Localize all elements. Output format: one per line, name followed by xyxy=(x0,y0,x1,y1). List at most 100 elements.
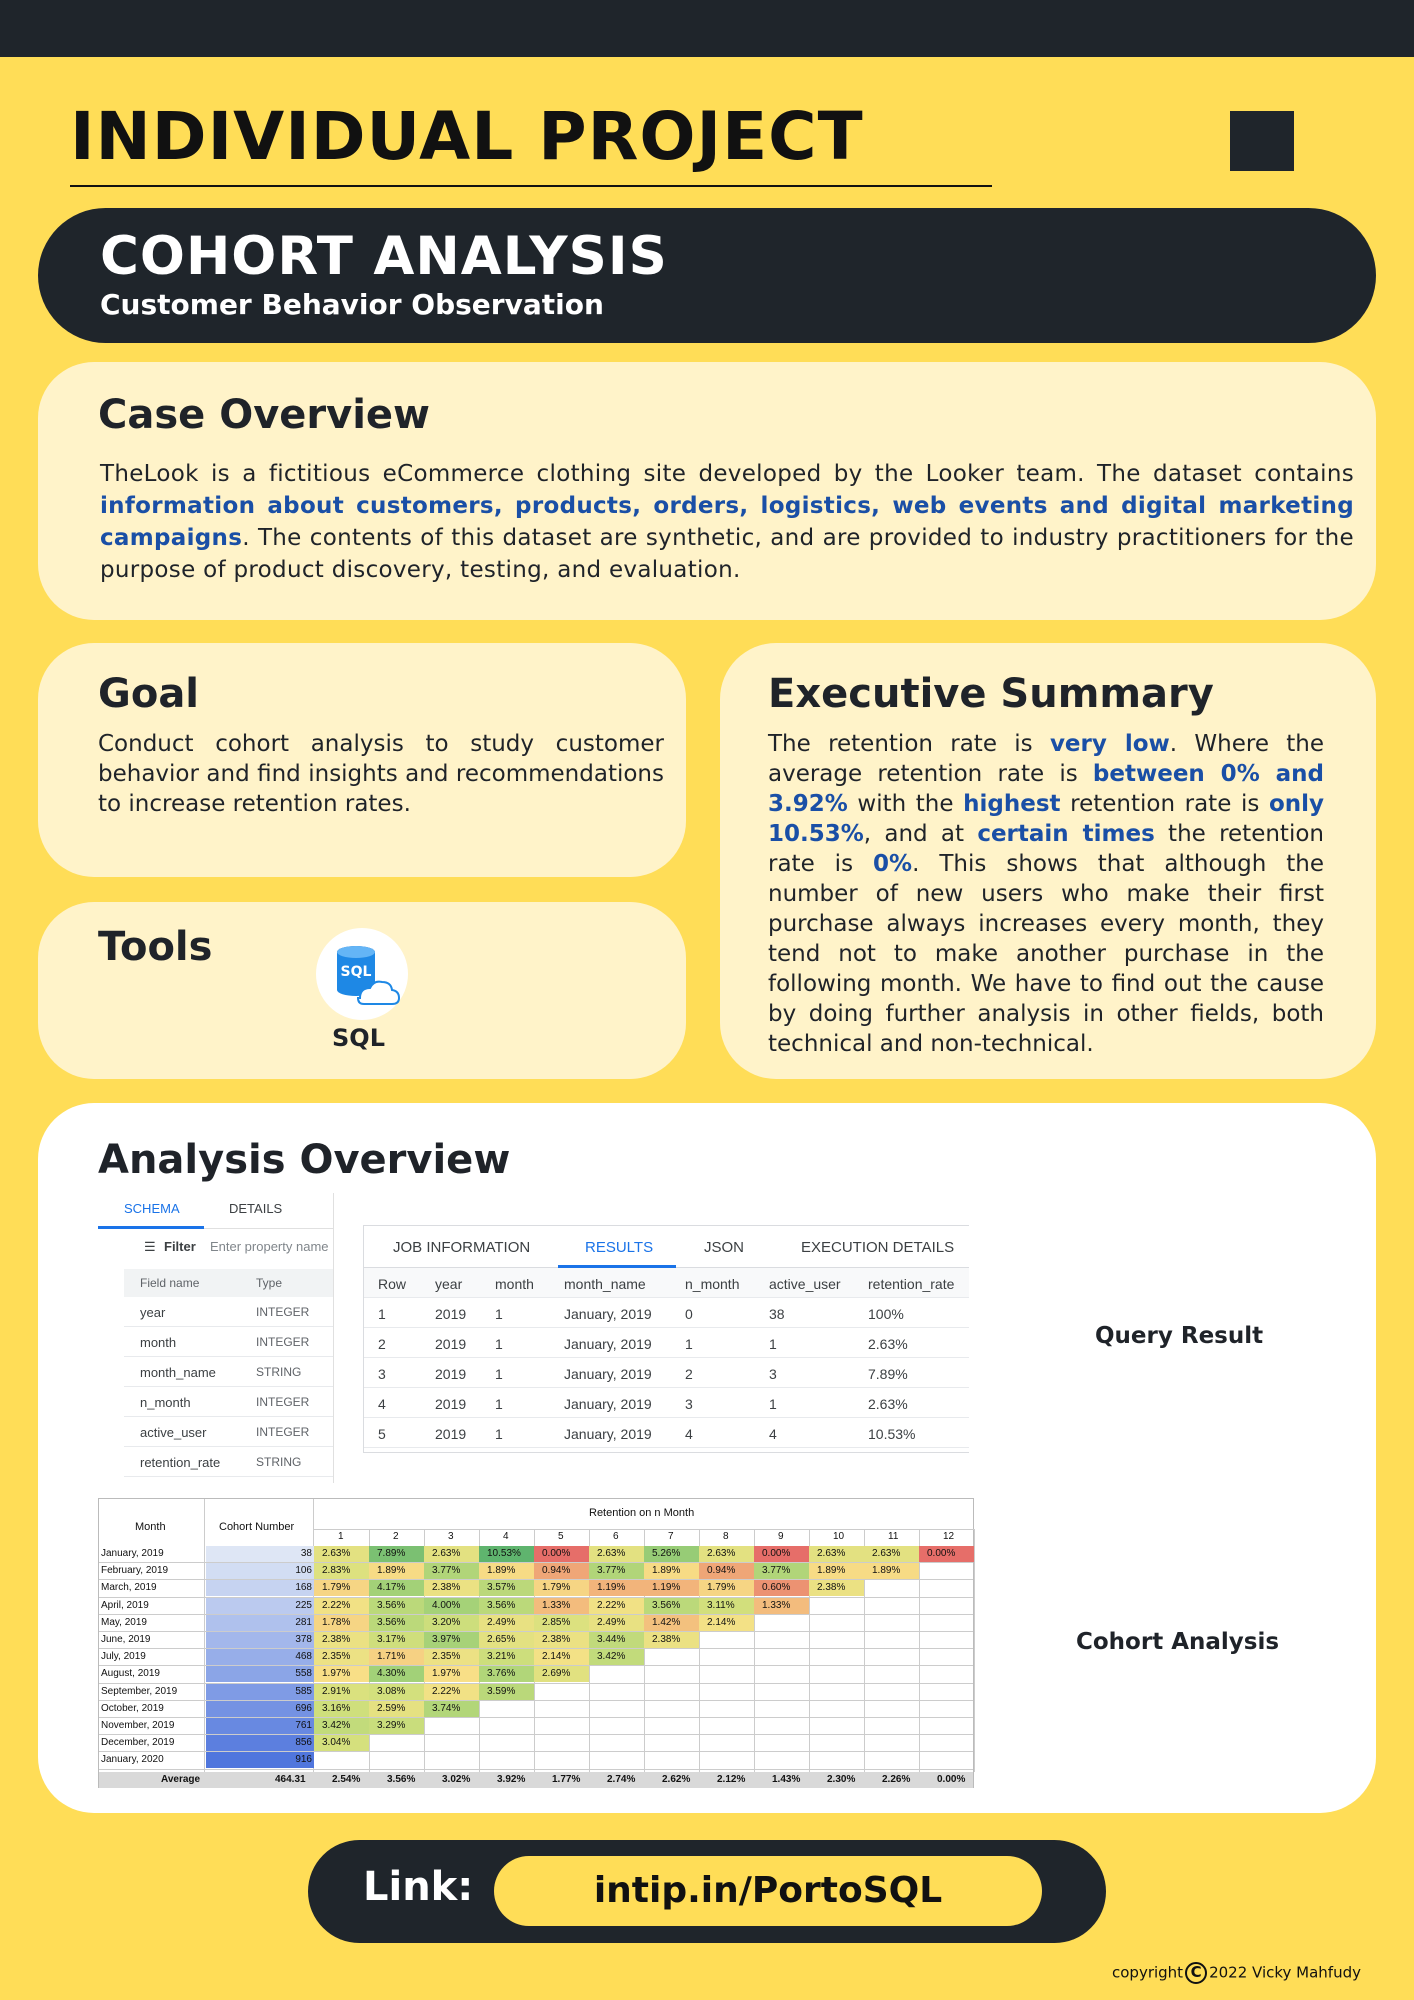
tab-results[interactable]: RESULTS xyxy=(585,1239,654,1256)
tab-execution-details[interactable]: EXECUTION DETAILS xyxy=(801,1239,955,1256)
cohort-retention-cell: 2.35% xyxy=(424,1649,479,1666)
executive-summary-heading: Executive Summary xyxy=(768,671,1214,717)
results-cell: January, 2019 xyxy=(564,1426,652,1442)
results-cell: 7.89% xyxy=(868,1366,908,1382)
link-bar: Link: intip.in/PortoSQL xyxy=(308,1840,1106,1943)
average-retention: 0.00% xyxy=(937,1774,966,1785)
cohort-retention-cell: 0.94% xyxy=(534,1563,589,1580)
schema-tabs: SCHEMA DETAILS xyxy=(98,1193,333,1229)
cohort-retention-cell: 3.04% xyxy=(314,1735,369,1752)
results-cell: 2019 xyxy=(435,1336,467,1352)
results-cell: 3 xyxy=(378,1366,386,1382)
average-retention: 3.56% xyxy=(387,1774,416,1785)
results-column-header: month_name xyxy=(564,1276,646,1292)
cohort-retention-cell: 3.21% xyxy=(479,1649,534,1666)
cohort-month: June, 2019 xyxy=(101,1634,151,1645)
results-cell: 4 xyxy=(769,1426,777,1442)
cohort-divider xyxy=(644,1529,645,1772)
cohort-col-month: Month xyxy=(135,1521,166,1533)
cohort-retention-cell: 2.38% xyxy=(534,1632,589,1648)
tab-details[interactable]: DETAILS xyxy=(229,1201,283,1216)
results-tabs: JOB INFORMATION RESULTS JSON EXECUTION D… xyxy=(364,1226,969,1268)
results-cell: 2 xyxy=(685,1366,693,1382)
cohort-divider xyxy=(99,1579,973,1581)
cohort-divider xyxy=(974,1529,975,1772)
analysis-overview-card: Analysis Overview SCHEMA DETAILS ☰ Filte… xyxy=(38,1103,1376,1813)
cohort-retention-cell: 2.63% xyxy=(424,1546,479,1562)
cohort-divider xyxy=(99,1613,973,1615)
results-cell: 1 xyxy=(769,1396,777,1412)
filter-icon[interactable]: ☰ xyxy=(144,1239,156,1254)
results-column-header: active_user xyxy=(769,1276,841,1292)
results-cell: 100% xyxy=(868,1306,904,1322)
results-cell: 1 xyxy=(769,1336,777,1352)
cohort-retention-cell: 1.19% xyxy=(644,1580,699,1597)
sql-tool-label: SQL xyxy=(332,1024,385,1052)
top-bar xyxy=(0,0,1414,57)
cohort-retention-cell: 1.79% xyxy=(534,1580,589,1597)
cohort-retention-cell: 2.83% xyxy=(314,1563,369,1580)
cohort-retention-cell: 3.97% xyxy=(424,1632,479,1648)
results-cell: 1 xyxy=(495,1306,503,1322)
results-cell: 1 xyxy=(378,1306,386,1322)
tab-job-information[interactable]: JOB INFORMATION xyxy=(393,1239,531,1256)
cohort-month-index: 5 xyxy=(558,1531,564,1542)
summary-highlight: 0% xyxy=(873,851,913,877)
tab-schema[interactable]: SCHEMA xyxy=(124,1201,180,1216)
cohort-retention-cell: 1.19% xyxy=(589,1580,644,1597)
results-cell: January, 2019 xyxy=(564,1366,652,1382)
summary-highlight: very low xyxy=(1049,731,1170,757)
cohort-retention-cell: 3.77% xyxy=(589,1563,644,1580)
results-cell: January, 2019 xyxy=(564,1336,652,1352)
results-cell: 1 xyxy=(495,1426,503,1442)
cohort-size: 168 xyxy=(206,1580,314,1597)
cohort-retention-cell: 3.74% xyxy=(424,1700,479,1717)
cohort-retention-cell: 2.65% xyxy=(479,1632,534,1648)
results-cell: 4 xyxy=(378,1396,386,1412)
average-retention: 3.02% xyxy=(442,1774,471,1785)
cohort-retention-cell: 1.71% xyxy=(369,1649,424,1666)
results-column-header: month xyxy=(495,1276,534,1292)
cohort-month: March, 2019 xyxy=(101,1582,157,1594)
field-name: month_name xyxy=(140,1365,216,1380)
cohort-analysis-label: Cohort Analysis xyxy=(1076,1629,1280,1655)
cohort-month: January, 2019 xyxy=(101,1548,164,1559)
analysis-overview-heading: Analysis Overview xyxy=(98,1137,511,1183)
results-cell: January, 2019 xyxy=(564,1396,652,1412)
cohort-retention-cell: 2.69% xyxy=(534,1666,589,1683)
field-type: STRING xyxy=(256,1365,302,1379)
filter-input[interactable]: Enter property name xyxy=(210,1239,329,1254)
filter-button[interactable]: Filter xyxy=(164,1239,196,1254)
case-overview-heading: Case Overview xyxy=(98,392,431,438)
cohort-retention-cell: 1.89% xyxy=(864,1563,919,1580)
tab-json[interactable]: JSON xyxy=(704,1239,745,1256)
results-cell: 2 xyxy=(378,1336,386,1352)
case-overview-card: Case Overview TheLook is a fictitious eC… xyxy=(38,362,1376,620)
banner-subtitle: Customer Behavior Observation xyxy=(100,288,604,321)
cohort-month: August, 2019 xyxy=(101,1668,160,1680)
average-retention: 2.30% xyxy=(827,1774,856,1785)
portfolio-link[interactable]: intip.in/PortoSQL xyxy=(494,1856,1042,1926)
schema-field-row[interactable]: month_name STRING xyxy=(124,1357,333,1387)
active-tab-indicator xyxy=(558,1265,676,1268)
cohort-retention-cell: 3.59% xyxy=(479,1683,534,1700)
average-retention: 2.26% xyxy=(882,1774,911,1785)
cohort-month-index: 6 xyxy=(613,1531,619,1542)
cohort-retention-cell: 2.59% xyxy=(369,1700,424,1717)
tools-card: Tools SQL SQL xyxy=(38,902,686,1079)
cohort-retention-cell: 1.97% xyxy=(314,1666,369,1683)
results-cell: 0 xyxy=(685,1306,693,1322)
goal-text: Conduct cohort analysis to study custome… xyxy=(98,731,664,817)
schema-col-field: Field name xyxy=(140,1276,200,1290)
banner-title: COHORT ANALYSIS xyxy=(100,226,668,287)
